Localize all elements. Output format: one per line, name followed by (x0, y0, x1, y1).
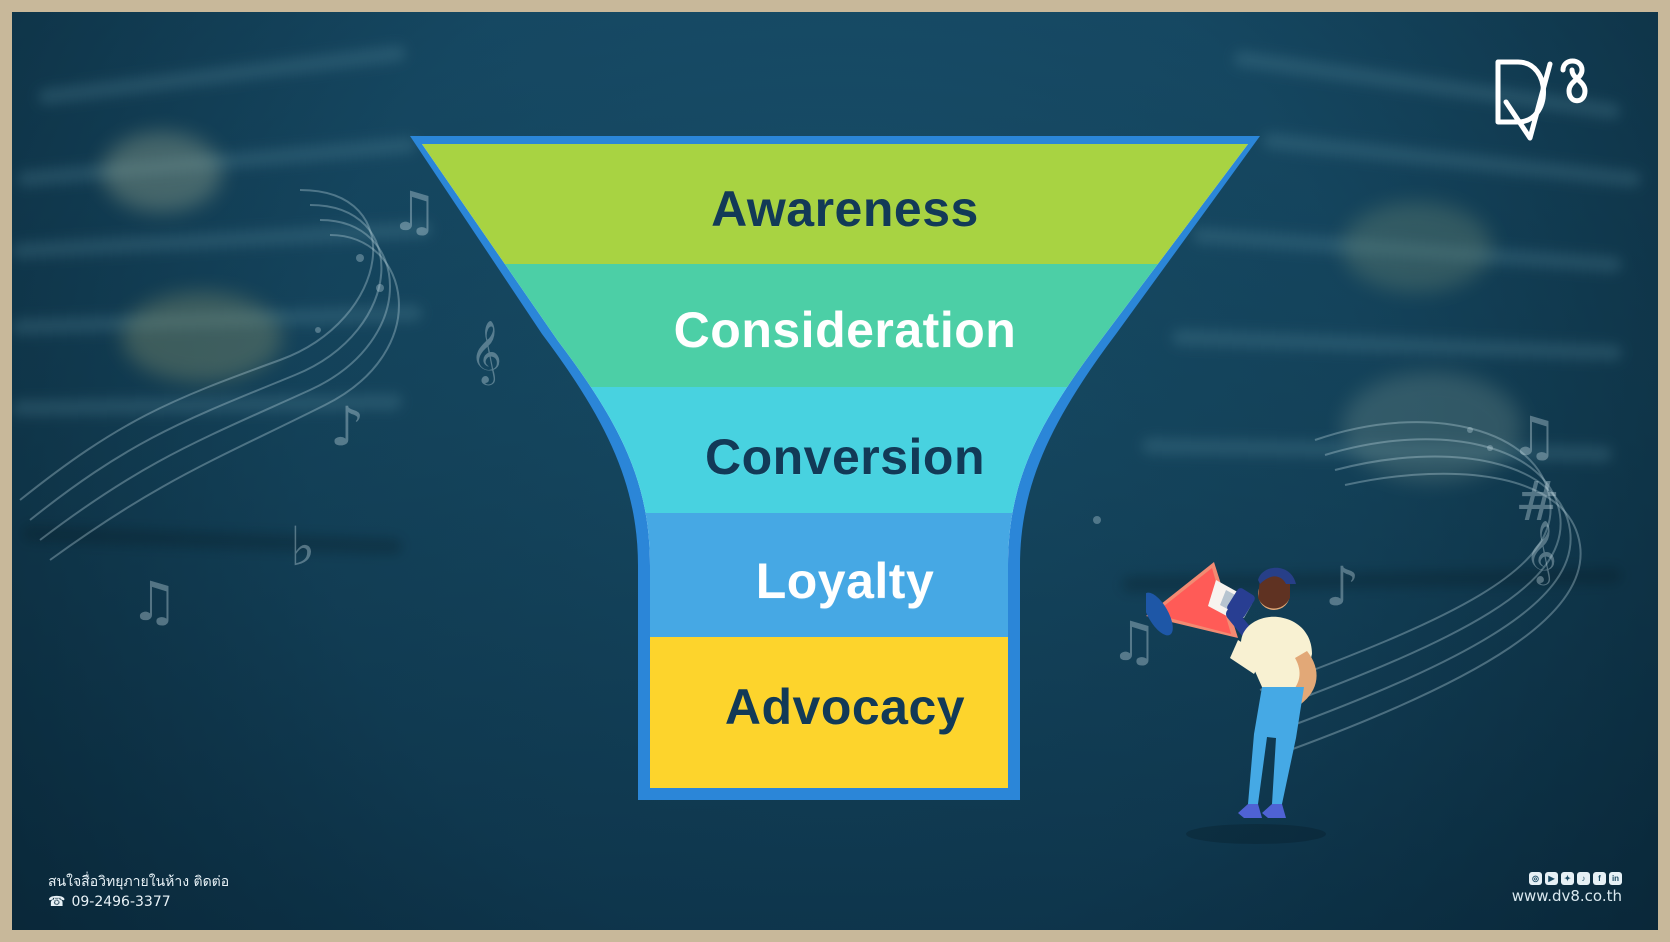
footer-phone-number[interactable]: 09-2496-3377 (71, 894, 171, 910)
linkedin-icon[interactable]: in (1609, 872, 1622, 885)
megaphone-person-illustration (1146, 562, 1326, 844)
twitter-icon[interactable]: ✦ (1561, 872, 1574, 885)
footer-contact-text: สนใจสื่อวิทยุภายในห้าง ติดต่อ (48, 874, 230, 890)
funnel-label-advocacy: Advocacy (724, 679, 966, 735)
background-shelf-1 (37, 44, 407, 106)
funnel-label-loyalty: Loyalty (755, 553, 935, 609)
background-light-1 (102, 132, 222, 212)
youtube-icon[interactable]: ▶ (1545, 872, 1558, 885)
footer-phone-row: ☎ 09-2496-3377 (48, 892, 229, 912)
phone-icon: ☎ (48, 894, 66, 910)
marketing-funnel: Awareness Consideration Conversion Loyal… (410, 136, 1280, 806)
funnel-label-consideration: Consideration (673, 302, 1017, 358)
funnel-stage-awareness (422, 144, 1248, 264)
background-light-4 (1342, 372, 1522, 482)
tiktok-icon[interactable]: ♪ (1577, 872, 1590, 885)
social-icons: ◎ ▶ ✦ ♪ f in (1432, 872, 1622, 885)
website-link[interactable]: www.dv8.co.th (1511, 887, 1622, 905)
funnel-label-conversion: Conversion (704, 429, 986, 485)
background-light-3 (1342, 202, 1492, 292)
background-shelf-5 (12, 393, 403, 417)
funnel-label-awareness: Awareness (711, 181, 979, 237)
background-shelf-3 (12, 221, 433, 259)
footer-contact: สนใจสื่อวิทยุภายในห้าง ติดต่อ ☎ 09-2496-… (48, 872, 229, 912)
facebook-icon[interactable]: f (1593, 872, 1606, 885)
footer-social-website: ◎ ▶ ✦ ♪ f in www.dv8.co.th (1432, 872, 1622, 905)
instagram-icon[interactable]: ◎ (1529, 872, 1542, 885)
background-light-2 (122, 292, 282, 382)
dv8-logo (1495, 58, 1588, 141)
funnel-graphic (410, 136, 1260, 800)
background-shelf-6 (21, 525, 403, 555)
